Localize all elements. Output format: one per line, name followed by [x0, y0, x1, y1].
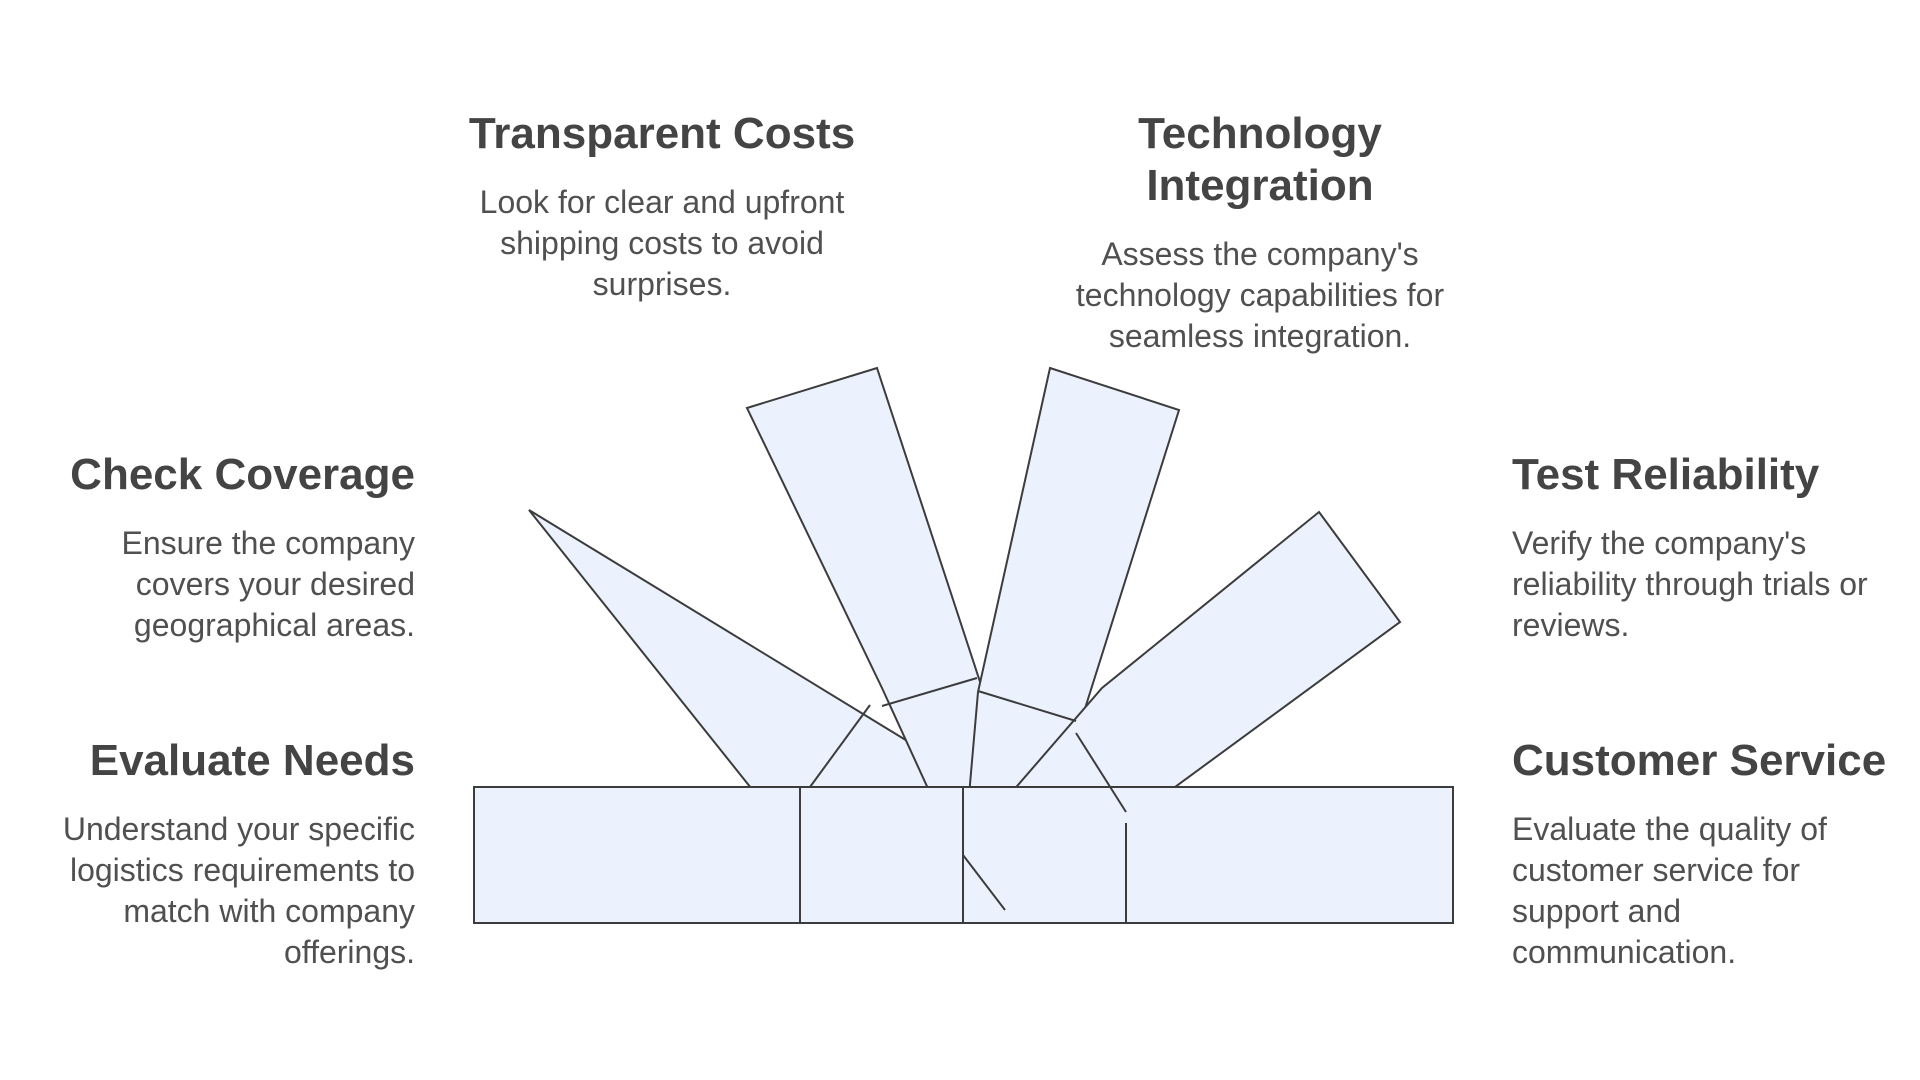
divider-lower-center: [962, 854, 1006, 911]
item-description: Understand your specific logistics requi…: [62, 811, 415, 970]
item-title: Transparent Costs: [468, 109, 856, 158]
plank-customer-service: [962, 786, 1454, 924]
plank-evaluate-needs: [473, 786, 964, 924]
item-title: Test Reliability: [1512, 450, 1820, 499]
item-description: Evaluate the quality of customer service…: [1512, 811, 1827, 970]
item-technology-integration: Technology Integration Assess the compan…: [1020, 108, 1500, 357]
fan-planks: [473, 366, 1454, 924]
item-title: Customer Service: [1512, 736, 1887, 785]
divider-mid-right: [977, 690, 1077, 722]
item-title: Technology Integration: [1138, 109, 1382, 210]
item-description: Assess the company's technology capabili…: [1075, 236, 1445, 354]
item-customer-service: Customer Service Evaluate the quality of…: [1512, 735, 1912, 973]
item-title: Evaluate Needs: [89, 736, 415, 785]
divider-mid-center: [881, 677, 978, 707]
item-description: Verify the company's reliability through…: [1512, 525, 1868, 643]
item-description: Look for clear and upfront shipping cost…: [479, 184, 845, 302]
item-description: Ensure the company covers your desired g…: [121, 525, 416, 643]
divider-mid-far-right: [1075, 732, 1127, 813]
item-test-reliability: Test Reliability Verify the company's re…: [1512, 449, 1917, 646]
item-evaluate-needs: Evaluate Needs Understand your specific …: [10, 735, 415, 973]
item-transparent-costs: Transparent Costs Look for clear and upf…: [452, 108, 872, 305]
divider-mid-left: [809, 704, 871, 788]
item-check-coverage: Check Coverage Ensure the company covers…: [10, 449, 415, 646]
item-title: Check Coverage: [70, 450, 415, 499]
